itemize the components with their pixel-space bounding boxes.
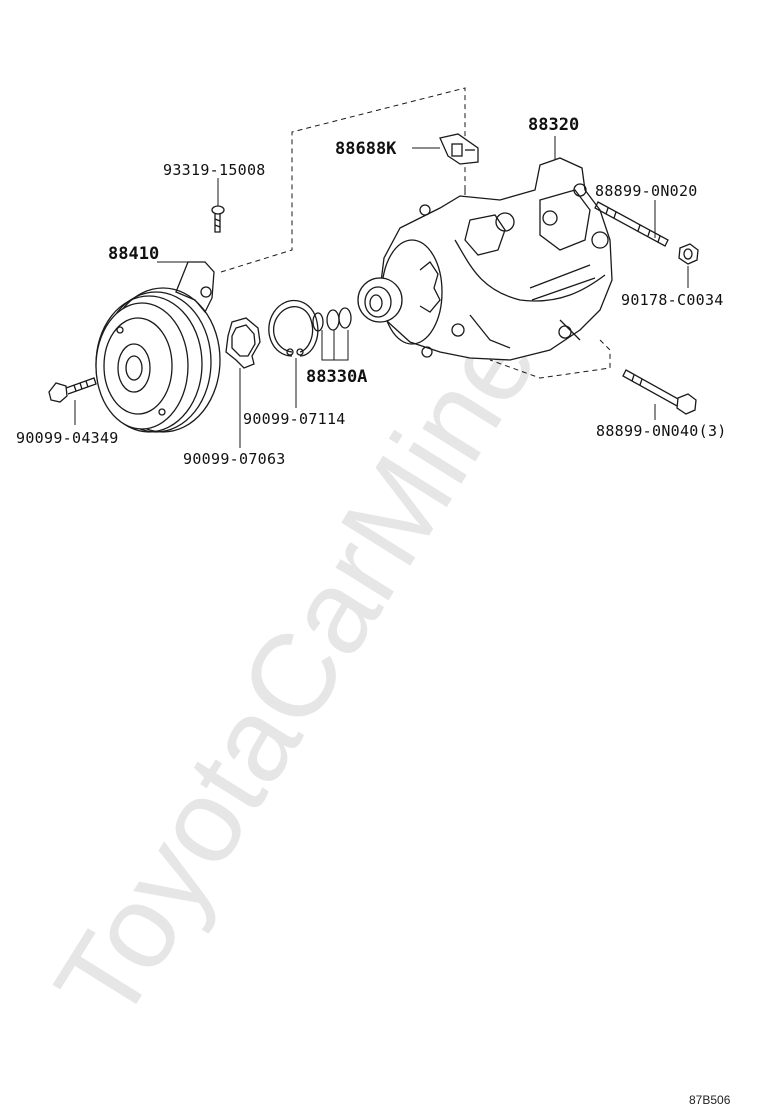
screw-icon[interactable] — [211, 205, 225, 233]
label-88410: 88410 — [108, 244, 159, 264]
label-88330A: 88330A — [306, 367, 367, 387]
leader-lines — [74, 136, 689, 448]
diagram-code: 87B506 — [689, 1093, 731, 1107]
clutch-bolt-icon[interactable] — [48, 377, 97, 403]
label-88320: 88320 — [528, 115, 579, 135]
long-bolt-icon[interactable] — [622, 369, 697, 415]
label-90099-07063: 90099-07063 — [183, 450, 286, 468]
label-93319-15008: 93319-15008 — [163, 161, 266, 179]
nut-icon[interactable] — [678, 243, 699, 265]
snap-ring-icon[interactable] — [268, 299, 319, 357]
stud-bolt-icon[interactable] — [594, 201, 669, 247]
compressor-body[interactable] — [357, 157, 613, 361]
label-88688K: 88688K — [335, 139, 397, 159]
magnet-clutch-pulley[interactable] — [95, 261, 221, 433]
pressure-switch-icon[interactable] — [439, 133, 479, 165]
gasket-icon[interactable] — [225, 317, 261, 369]
label-88899-0N020: 88899-0N020 — [595, 182, 698, 200]
label-88899-0N040: 88899-0N040(3) — [596, 422, 727, 440]
label-90178-C0034: 90178-C0034 — [621, 291, 724, 309]
label-90099-04349: 90099-04349 — [16, 429, 119, 447]
label-90099-07114: 90099-07114 — [243, 410, 346, 428]
shim-set-icon[interactable] — [312, 307, 352, 332]
